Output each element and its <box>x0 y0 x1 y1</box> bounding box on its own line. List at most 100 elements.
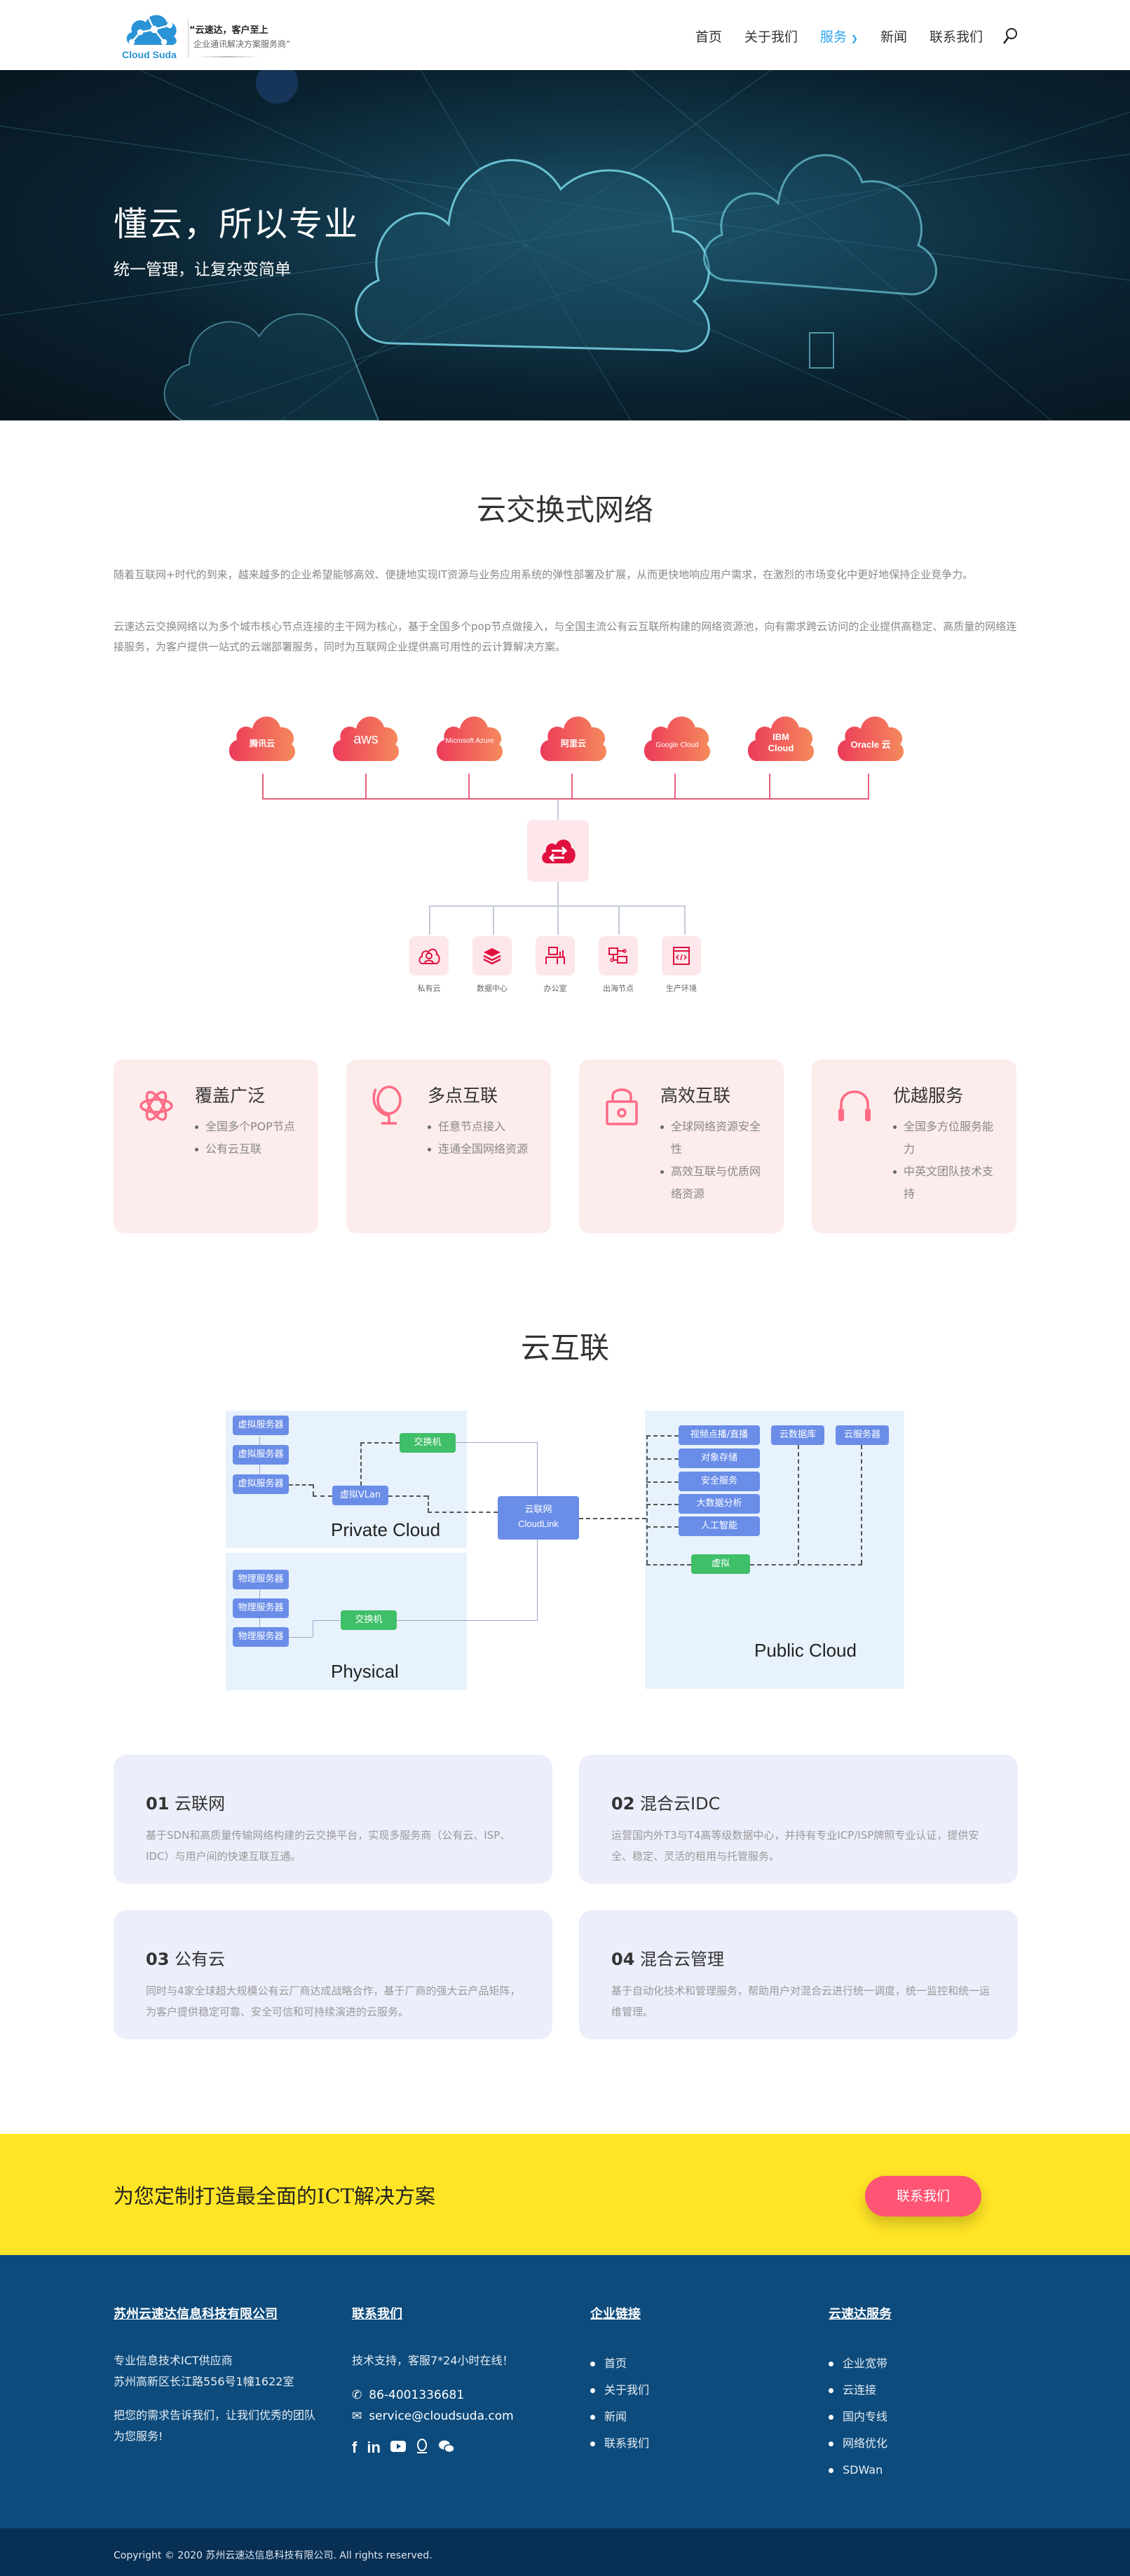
solution-card-hybrid-management: 04 混合云管理 基于自动化技术和管理服务，帮助用户对混合云进行统一调度，统一监… <box>579 1910 1018 2039</box>
footer-contact: 联系我们 技术支持，客服7*24小时在线！ ✆86-4001336681 ✉se… <box>352 2304 555 2457</box>
footer-link-contact[interactable]: 联系我们 <box>590 2430 794 2457</box>
cta-banner: 为您定制打造最全面的ICT解决方案 联系我们 <box>0 2134 1130 2255</box>
card-title: 混合云IDC <box>640 1794 721 1814</box>
wechat-icon[interactable] <box>438 2439 455 2456</box>
feature-card-coverage: 覆盖广泛 全国多个POP节点公有云互联 <box>114 1060 318 1233</box>
footer-service-broadband[interactable]: 企业宽带 <box>829 2350 1032 2377</box>
cloud-network-illustration <box>0 70 1130 420</box>
physical-switch-box: 交换机 <box>341 1610 397 1630</box>
feature-title: 优越服务 <box>893 1085 964 1106</box>
footer-company-heading[interactable]: 苏州云速达信息科技有限公司 <box>114 2307 278 2322</box>
tagline-primary: “云速达，客户至上 <box>189 25 268 36</box>
dashed-link <box>360 1442 362 1486</box>
card-desc: 同时与4家全球超大规模公有云厂商达成战略合作，基于厂商的强大云产品矩阵，为客户提… <box>146 1985 521 2018</box>
facebook-icon[interactable]: f <box>352 2439 358 2456</box>
copyright-text: Copyright © 2020 苏州云速达信息科技有限公司. All righ… <box>114 2550 433 2561</box>
card-number: 04 <box>611 1950 635 1969</box>
nav-services[interactable]: 服务❯ <box>820 27 858 46</box>
footer-link-about[interactable]: 关于我们 <box>590 2377 794 2404</box>
connector-line <box>468 774 470 799</box>
code-window-icon <box>673 947 690 965</box>
email-address[interactable]: service@cloudsuda.com <box>369 2409 514 2423</box>
connector-line <box>493 905 494 935</box>
card-number: 01 <box>146 1794 170 1814</box>
interconnect-section-title: 云互联 <box>520 1331 609 1365</box>
copyright-bar: Copyright © 2020 苏州云速达信息科技有限公司. All righ… <box>0 2528 1130 2576</box>
provider-label: Oracle 云 <box>850 739 891 750</box>
phone-number[interactable]: 86-4001336681 <box>369 2388 465 2402</box>
connector-line <box>769 774 770 799</box>
link-line <box>289 1637 313 1638</box>
feature-item: 全国多方位服务能力 <box>893 1116 998 1160</box>
dashed-link <box>646 1458 679 1460</box>
footer-service-sdwan[interactable]: SDWan <box>829 2457 1032 2483</box>
connector-line <box>429 905 430 935</box>
endpoint-label: 生产环境 <box>666 984 697 993</box>
link-line <box>537 1442 538 1497</box>
cloud-user-icon <box>418 948 440 964</box>
network-nodes-icon <box>608 947 627 964</box>
provider-clouds: 腾讯云 aws Microsoft Azure 阿里云 Google Cloud… <box>224 708 911 792</box>
youtube-icon[interactable] <box>390 2441 406 2455</box>
headphones-icon <box>838 1090 871 1121</box>
footer-services-heading[interactable]: 云速达服务 <box>829 2307 892 2322</box>
dashed-link <box>428 1495 429 1512</box>
footer-company-address: 苏州高新区长江路556号1幢1622室 <box>114 2375 294 2388</box>
dashed-link <box>750 1564 862 1566</box>
connector-line <box>557 800 559 821</box>
endpoint-label: 数据中心 <box>477 984 508 993</box>
contact-us-button[interactable]: 联系我们 <box>865 2176 981 2217</box>
dashed-link <box>289 1484 313 1486</box>
nav-contact[interactable]: 联系我们 <box>929 29 983 45</box>
link-line <box>313 1620 341 1621</box>
interconnect-diagram: 虚拟服务器 虚拟服务器 虚拟服务器 虚拟VLan 交换机 Private Clo… <box>224 1409 904 1690</box>
feature-item: 连通全国网络资源 <box>428 1138 533 1160</box>
provider-cloud-azure: Microsoft Azure <box>432 708 508 765</box>
footer-links: 企业链接 首页 关于我们 新闻 联系我们 <box>590 2304 794 2457</box>
exchange-hub <box>527 820 589 882</box>
public-service-box: 大数据分析 <box>679 1494 760 1514</box>
cta-text: 为您定制打造最全面的ICT解决方案 <box>114 2184 435 2208</box>
nav-news[interactable]: 新闻 <box>880 29 907 45</box>
nav-services-label: 服务 <box>819 29 847 45</box>
footer-service-network-opt[interactable]: 网络优化 <box>829 2430 1032 2457</box>
qq-icon[interactable] <box>416 2439 428 2457</box>
footer-link-home[interactable]: 首页 <box>590 2350 794 2377</box>
lock-icon <box>606 1088 638 1125</box>
footer-links-heading[interactable]: 企业链接 <box>590 2307 641 2322</box>
hero-subtitle: 统一管理，让复杂变简单 <box>114 261 291 279</box>
dashed-link <box>313 1495 332 1497</box>
dashed-link <box>579 1518 646 1519</box>
hero-banner: 懂云，所以专业 统一管理，让复杂变简单 <box>0 70 1130 420</box>
linkedin-icon[interactable]: in <box>367 2439 381 2456</box>
public-service-box: 人工智能 <box>679 1516 760 1536</box>
footer-company: 苏州云速达信息科技有限公司 专业信息技术ICT供应商 苏州高新区长江路556号1… <box>114 2304 317 2447</box>
feature-title: 多点互联 <box>428 1085 498 1106</box>
email-icon: ✉ <box>352 2409 362 2423</box>
public-service-box: 视频点播/直播 <box>679 1425 760 1445</box>
endpoint-private-cloud <box>409 936 449 975</box>
feature-list: 全球网络资源安全性高效互联与优质网络资源 <box>660 1116 765 1205</box>
public-cloud-label: Public Cloud <box>754 1640 857 1661</box>
dashed-link <box>646 1481 679 1483</box>
provider-cloud-oracle: Oracle 云 <box>833 708 908 765</box>
connector-line <box>684 905 686 935</box>
footer-service-leased-line[interactable]: 国内专线 <box>829 2404 1032 2430</box>
link-line <box>259 1437 260 1493</box>
nav-about[interactable]: 关于我们 <box>744 29 798 45</box>
footer-link-news[interactable]: 新闻 <box>590 2404 794 2430</box>
connector-line <box>557 882 559 905</box>
feature-item: 中英文团队技术支持 <box>893 1160 998 1205</box>
footer-service-cloud-connect[interactable]: 云连接 <box>829 2377 1032 2404</box>
social-links: f in <box>352 2439 555 2457</box>
logo[interactable]: Cloud Suda <box>121 10 184 60</box>
feature-card-efficient: 高效互联 全球网络资源安全性高效互联与优质网络资源 <box>579 1060 784 1233</box>
card-desc: 基于SDN和高质量传输网络构建的云交换平台，实现多服务商（公有云、ISP、IDC… <box>146 1829 511 1863</box>
provider-label: 腾讯云 <box>249 739 275 748</box>
footer-contact-heading[interactable]: 联系我们 <box>352 2307 402 2322</box>
search-icon[interactable] <box>1002 27 1018 48</box>
provider-cloud-aliyun: 阿里云 <box>536 708 611 765</box>
dashed-link <box>360 1442 400 1444</box>
atom-icon <box>139 1090 173 1121</box>
nav-home[interactable]: 首页 <box>695 29 722 45</box>
